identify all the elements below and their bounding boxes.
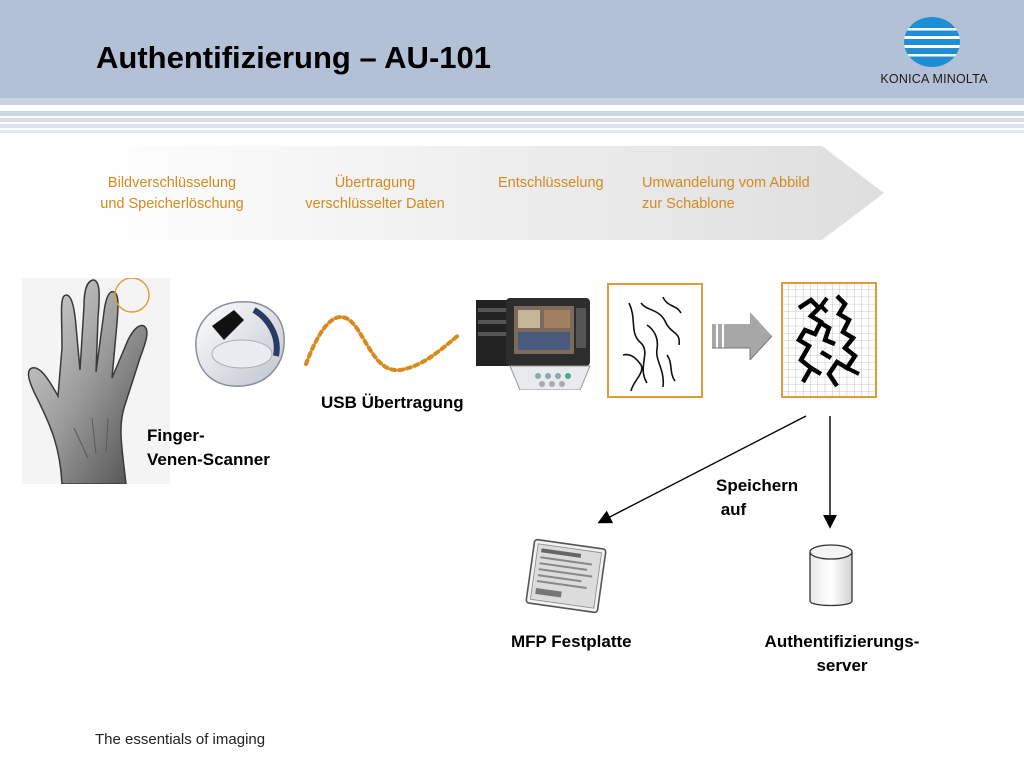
step-label: Entschlüsselung <box>498 175 604 191</box>
storage-arrows <box>597 415 837 529</box>
vein-pattern-icon <box>607 283 703 398</box>
server-label: Authentifizierungs- server <box>764 632 920 675</box>
database-cylinder-icon <box>809 544 853 607</box>
step-label: Übertragung verschlüsselter Daten <box>305 175 445 212</box>
header-band <box>0 0 1024 98</box>
scanner-label: Finger- Venen-Scanner <box>147 426 270 469</box>
page-title: Authentifizierung – AU-101 <box>96 40 491 75</box>
logo-wordmark: KONICA MINOLTA <box>880 72 988 86</box>
step-conversion: Umwandelung vom Abbild zur Schablone <box>642 173 810 215</box>
store-on-label: Speichern auf <box>716 476 799 519</box>
header-stripes <box>0 98 1024 133</box>
globe-logo-icon <box>904 17 960 67</box>
footer-tagline: The essentials of imaging <box>95 731 266 748</box>
finger-vein-scanner-icon <box>195 301 285 387</box>
usb-transfer-label: USB Übertragung <box>321 393 464 412</box>
usb-wave-icon <box>304 315 462 373</box>
hand-image-icon <box>22 278 170 484</box>
hdd-label: MFP Festplatte <box>511 632 632 651</box>
step-transfer: Übertragung verschlüsselter Daten <box>288 173 462 215</box>
mfp-panel-icon <box>476 298 591 390</box>
vein-template-grid-icon <box>781 282 877 398</box>
step-decryption: Entschlüsselung <box>498 173 604 194</box>
step-label: Umwandelung vom Abbild zur Schablone <box>642 175 810 212</box>
process-arrow-banner <box>84 146 884 240</box>
right-arrow-icon <box>712 312 772 360</box>
step-label: Bildverschlüsselung und Speicherlöschung <box>100 175 244 212</box>
fingertip-highlight <box>114 278 150 313</box>
hard-disk-icon <box>525 538 607 614</box>
step-encryption: Bildverschlüsselung und Speicherlöschung <box>86 173 258 215</box>
brand-logo: KONICA MINOLTA <box>864 14 1004 90</box>
